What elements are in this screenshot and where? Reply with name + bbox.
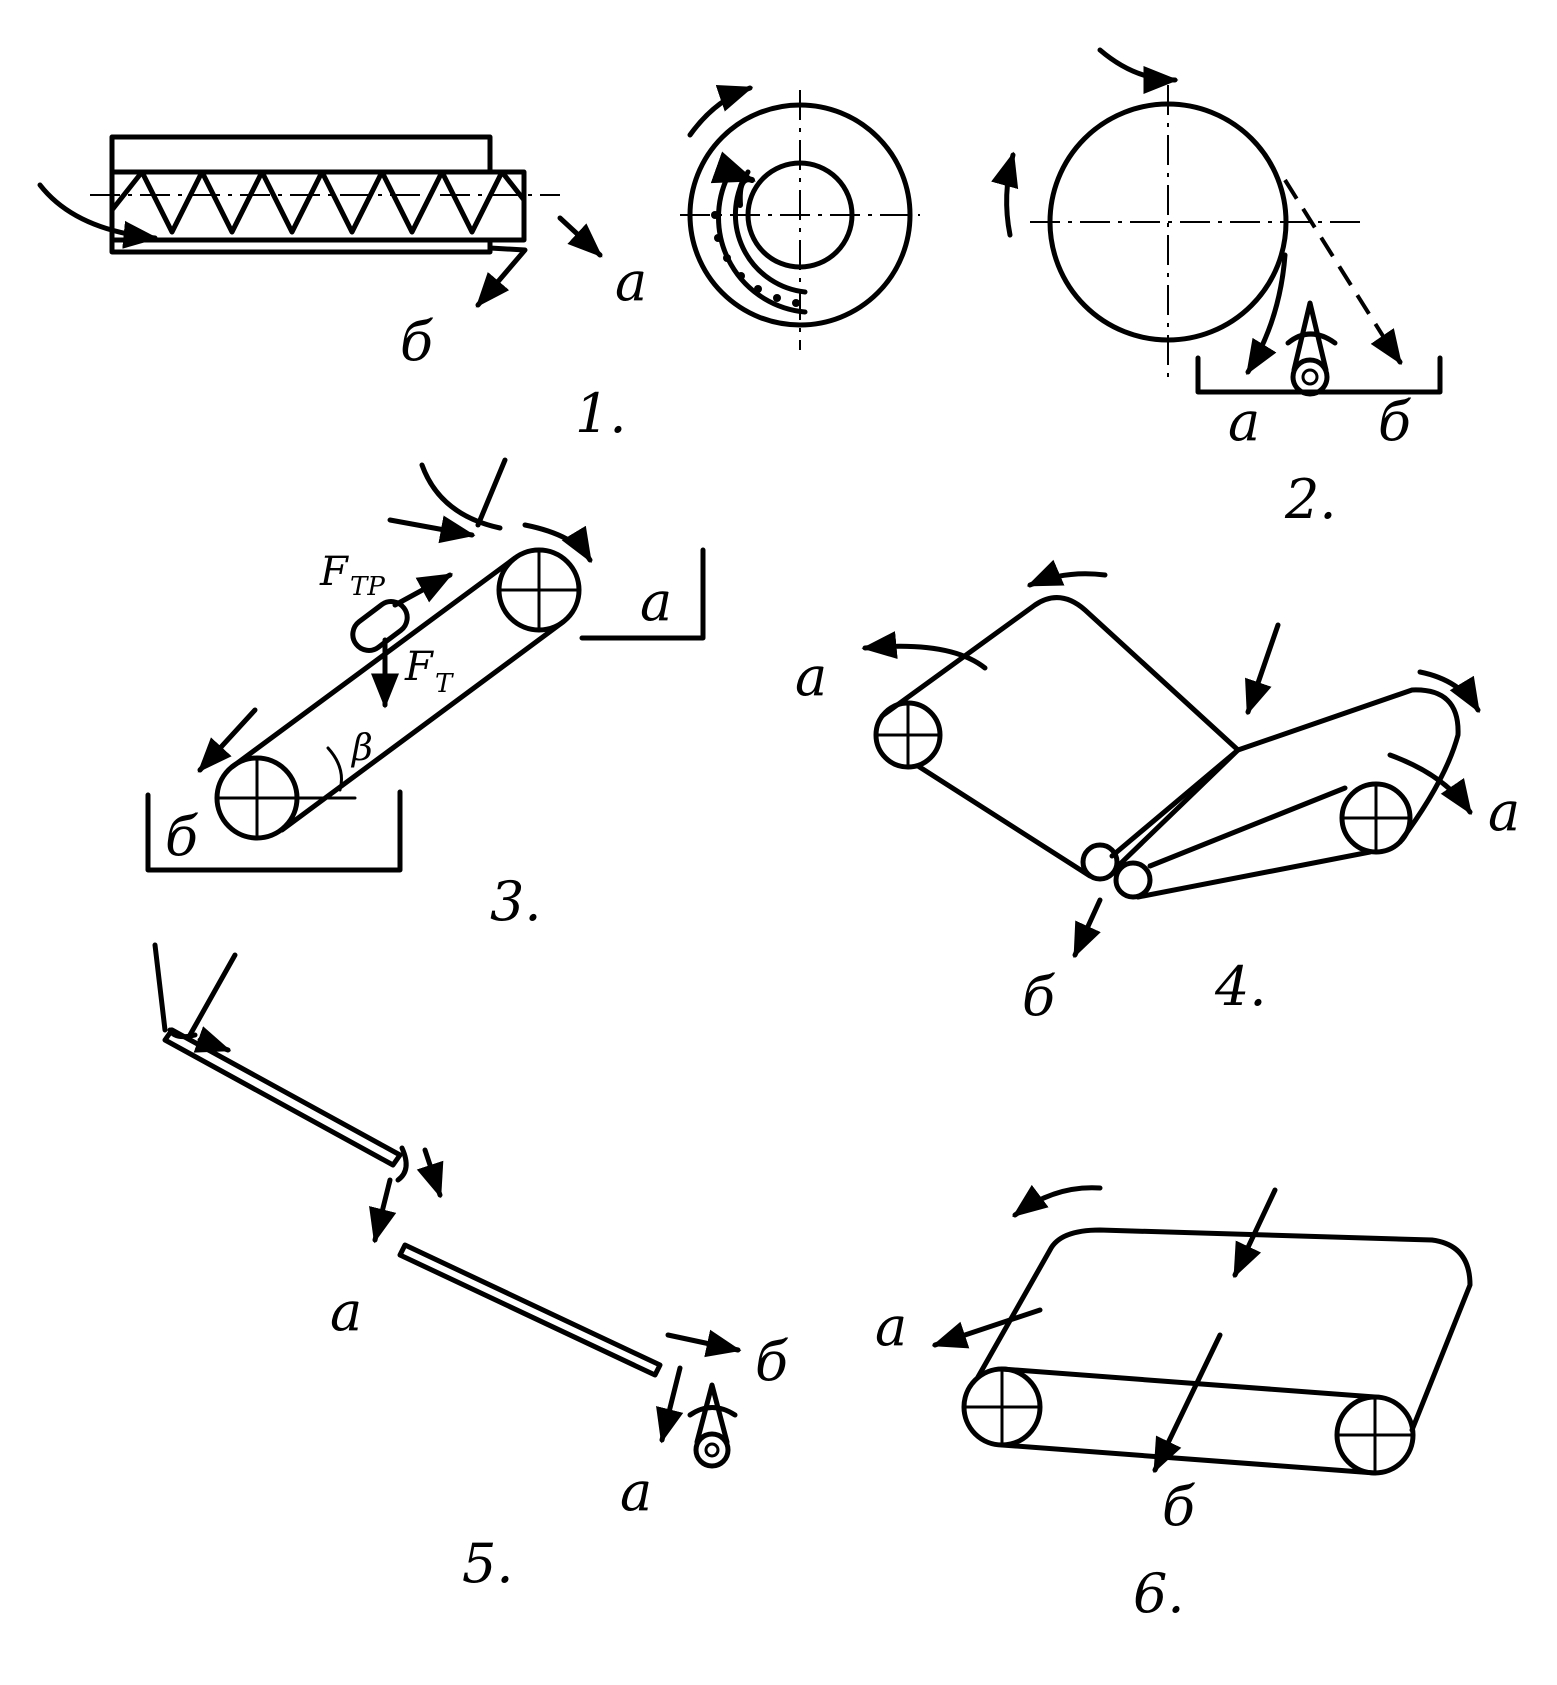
fig3-label-ftr-sub: ТР [350,572,385,602]
fig2-caption: 2. [1284,468,1337,531]
fig4-left-belt-bottom [915,763,1093,879]
fig6-rotation-arrow [1012,1184,1103,1218]
fig4-caption: 4. [1214,955,1267,1018]
fig5-label-a-upper: a [330,1280,362,1343]
fig1-inner-flow-arrow [710,151,756,208]
fig4-small-pulley-2 [1113,860,1153,900]
fig1-label-a: a [615,250,647,313]
fig3-belt-top [229,555,518,770]
fig4-small-pulley-1 [1080,842,1120,882]
fig4-right-belt-bottom [1135,849,1373,900]
fig6-caption: 6. [1133,1562,1185,1625]
fig5-outlet-a-upper-arrow [369,1177,397,1244]
fig4-outlet-b-arrow [1072,897,1103,959]
figure-3-inclined-belt: F ТР F Т β a б 3. [145,457,706,933]
fig5-feed-arrow [193,1026,232,1053]
fig6-feed-arrow [1232,1187,1278,1279]
fig4-feed-arrow [1245,622,1281,716]
figure-6-wide-belt: a б 6. [875,1184,1473,1625]
fig2-outlet-a-arrow [1245,252,1288,375]
fig3-outlet-b-arrow [197,707,258,773]
fig2-rotation-arrow [991,151,1019,238]
fig3-feed-arrow [387,515,476,544]
fig3-particle [350,599,410,653]
fig6-outlet-a-arrow [931,1307,1043,1349]
figure-5-inclined-plates: a б a 5. [152,942,789,1595]
fig1-outlet-a-arrow [557,215,603,258]
fig5-label-a-lower: a [620,1460,652,1523]
fig1-perforation-dots [711,211,800,307]
fig5-upper-plate-lip [395,1145,409,1183]
fig3-bin-b [145,789,403,873]
fig4-right-rotation-arrow [1417,669,1481,714]
fig1-screw-flights [109,169,527,235]
fig6-label-b: б [1162,1475,1196,1538]
fig4-left-belt-top [879,595,1241,859]
fig6-belt-bottom [999,1442,1378,1476]
figure-1-screw-separator: a б 1. [37,84,920,445]
fig1-top-housing [109,134,493,175]
fig2-label-a: a [1228,390,1260,453]
fig6-label-a: a [875,1295,907,1358]
fig4-left-rotation-arrow [1026,559,1108,588]
fig1-feed-arrow [37,182,159,249]
fig1-bottom-plate [109,237,493,255]
fig6-belt-top [975,1227,1473,1433]
fig3-label-ft: F [404,644,434,690]
fig3-rotation-arrow [522,522,593,564]
fig6-belt-top-edge [999,1366,1378,1400]
fig4-label-a-right: a [1488,780,1520,843]
fig5-plate-flow-arrow [416,1147,444,1199]
fig6-outlet-b-arrow [1152,1332,1223,1474]
fig4-outlet-a-left-arrow [861,631,988,671]
fig4-label-b: б [1022,965,1056,1028]
fig3-label-ft-sub: Т [435,669,454,699]
fig1-outlet-b-arrow [475,245,528,308]
fig2-label-b: б [1378,390,1412,453]
fig3-label-beta: β [350,728,373,769]
figure-2-drum-separator: a б 2. [991,47,1443,531]
fig2-divider-flap [1285,300,1338,397]
fig1-label-b: б [400,310,434,373]
fig3-angle-arc [326,746,343,792]
fig5-caption: 5. [462,1532,514,1595]
fig1-caption: 1. [575,382,627,445]
fig4-outlet-a-right-arrow [1387,752,1473,815]
fig4-label-a-left: a [795,645,827,708]
fig5-upper-plate [162,1027,403,1168]
fig5-hopper-left [152,942,168,1033]
fig5-outlet-a-lower-arrow [656,1365,684,1444]
fig3-bin-a [579,547,706,641]
fig3-friction-force [392,572,454,608]
fig3-belt-bottom [279,619,566,833]
fig3-caption: 3. [490,870,542,933]
fig3-label-ftr: F [319,549,349,595]
fig3-label-b: б [165,805,199,868]
fig3-label-a: a [640,570,672,633]
fig5-outlet-b-arrow [665,1329,742,1358]
fig1-perforated-trough [732,169,808,295]
fig4-right-belt-top [1115,687,1461,869]
fig3-feed-curve [419,462,503,531]
fig5-lower-plate [397,1242,663,1378]
fig2-feed-arrow [1097,47,1179,94]
fig5-label-b: б [755,1330,789,1393]
fig1-rotation-arrow [687,84,754,138]
figure-4-double-belt: a a б 4. [795,559,1520,1028]
fig5-divider-flap [687,1382,738,1469]
